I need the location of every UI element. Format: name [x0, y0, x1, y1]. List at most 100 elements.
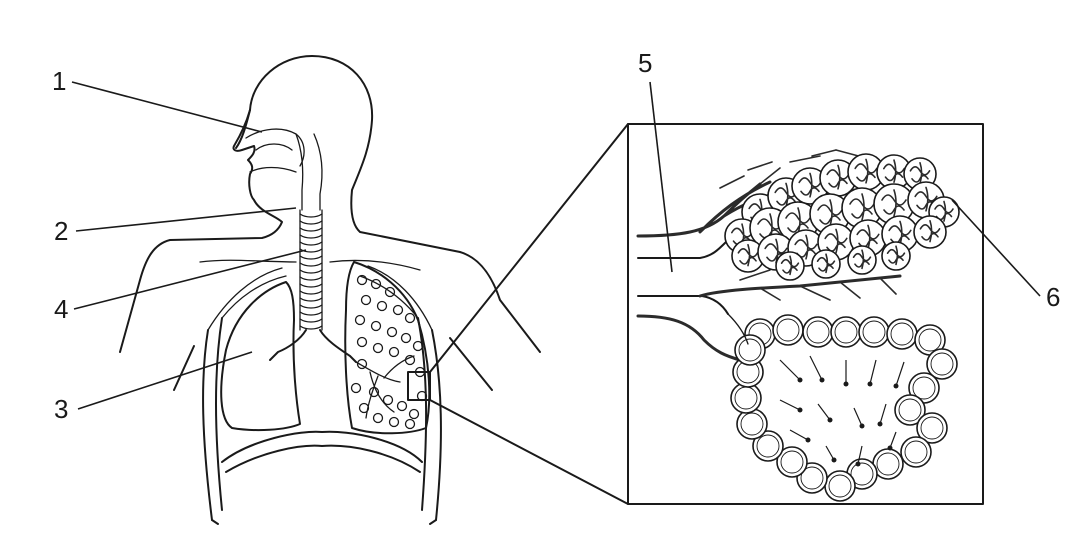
- capillary-branches-lower: [739, 261, 897, 301]
- trachea-ring: [299, 234, 323, 239]
- alveolus-with-capillaries: [775, 251, 805, 281]
- capillary-mesh: [883, 159, 905, 183]
- pharynx: [295, 133, 323, 211]
- septum-tip: [805, 437, 811, 443]
- septum-tip: [867, 381, 873, 387]
- lung-alveoli: [350, 274, 428, 430]
- alveolus-detail: [636, 149, 960, 502]
- alveolus-inner-wall: [904, 440, 928, 464]
- ribcage-left: [202, 317, 223, 521]
- septum-tip: [827, 417, 833, 423]
- ribcage-top-left: [207, 267, 287, 331]
- alveolus-inner-wall: [806, 320, 830, 344]
- label-4: 4: [54, 294, 68, 324]
- label-2: 2: [54, 216, 68, 246]
- septum-tip: [877, 421, 883, 427]
- capillary-branches-upper: [719, 149, 867, 189]
- alveolar-cluster-meshed: [724, 153, 960, 281]
- alveolus-dot: [370, 278, 382, 290]
- label-5: 5: [638, 48, 652, 78]
- blood-vessel-lower: [636, 274, 902, 362]
- label-3: 3: [54, 394, 68, 424]
- alveolus-inner-wall: [850, 462, 874, 486]
- trachea-ring: [299, 297, 323, 302]
- alveolus-inner-wall: [828, 474, 852, 498]
- alveolus-inner-wall: [862, 320, 886, 344]
- alveolus-inner-wall: [800, 466, 824, 490]
- alveolus-dot: [388, 416, 400, 428]
- capillary-mesh: [798, 172, 822, 198]
- trachea-ring: [299, 318, 323, 323]
- leader-line-3: [77, 351, 253, 410]
- alveolar-septum: [853, 407, 863, 427]
- alveolar-septum: [857, 445, 863, 465]
- magnified-view-frame: [627, 123, 984, 505]
- alveolar-septum: [879, 403, 887, 425]
- zoom-connector-top: [429, 123, 629, 373]
- alveolar-septum: [789, 429, 809, 441]
- septum-tip: [797, 377, 803, 383]
- alveolar-septum: [825, 445, 835, 461]
- alveolus-inner-wall: [756, 434, 780, 458]
- leader-line-2: [75, 207, 297, 232]
- human-torso-figure: [119, 55, 541, 525]
- left-arm-line: [173, 345, 195, 391]
- alveolus-dot: [392, 304, 404, 316]
- trachea-walls: [299, 209, 323, 331]
- clavicle-right: [329, 259, 421, 271]
- leader-lines: [71, 81, 1041, 410]
- septum-tip: [797, 407, 803, 413]
- alveolar-septum: [809, 355, 823, 381]
- trachea: [299, 209, 323, 331]
- clavicle-left: [199, 259, 297, 263]
- alveolus-dot: [408, 408, 420, 420]
- alveolus-dot: [370, 320, 382, 332]
- alveolar-septum: [895, 361, 905, 387]
- left-lung: [220, 281, 301, 432]
- alveolus-inner-wall: [918, 328, 942, 352]
- alveolus-dot: [372, 342, 384, 354]
- septum-tip: [859, 423, 865, 429]
- zoom-connector-bottom: [429, 399, 629, 505]
- duct-to-sac: [727, 313, 749, 345]
- alveolus-open: [886, 318, 918, 350]
- capillary-mesh: [881, 189, 907, 217]
- capillary-mesh: [919, 220, 941, 243]
- alveolus-open: [858, 316, 890, 348]
- alveolus-with-capillaries: [913, 215, 947, 249]
- alveolus-inner-wall: [890, 322, 914, 346]
- trachea-ring: [299, 241, 323, 246]
- ribcage-top-right: [359, 265, 433, 331]
- right-arm-line: [449, 337, 493, 391]
- alveolus-with-capillaries: [881, 241, 911, 271]
- capillary-mesh: [852, 249, 872, 270]
- trachea-ring: [299, 304, 323, 309]
- alveolus-dot: [386, 326, 398, 338]
- label-1: 1: [52, 66, 66, 96]
- alveolus-dot: [404, 418, 416, 430]
- trachea-ring: [299, 290, 323, 295]
- capillary-mesh: [737, 244, 759, 267]
- alveolus-open: [824, 470, 856, 502]
- trachea-ring: [299, 227, 323, 232]
- trachea-ring: [299, 262, 323, 267]
- bronchiole-tree: [355, 355, 415, 419]
- alveolar-sac-open: [727, 313, 958, 502]
- alveolus-inner-wall: [738, 338, 762, 362]
- alveolus-inner-wall: [912, 376, 936, 400]
- trachea-ring: [299, 311, 323, 316]
- septum-tip: [893, 383, 899, 389]
- alveolus-dot: [356, 358, 368, 370]
- trachea-ring: [299, 269, 323, 274]
- alveolus-open: [830, 316, 862, 348]
- septum-tip: [855, 461, 861, 467]
- bronchi: [269, 329, 357, 363]
- head-outline: [235, 55, 541, 353]
- alveolus-inner-wall: [780, 450, 804, 474]
- alveolar-septum: [779, 359, 801, 381]
- trachea-ring: [299, 325, 323, 330]
- alveolus-with-capillaries: [847, 245, 877, 275]
- septum-tip: [831, 457, 837, 463]
- trachea-ring: [299, 283, 323, 288]
